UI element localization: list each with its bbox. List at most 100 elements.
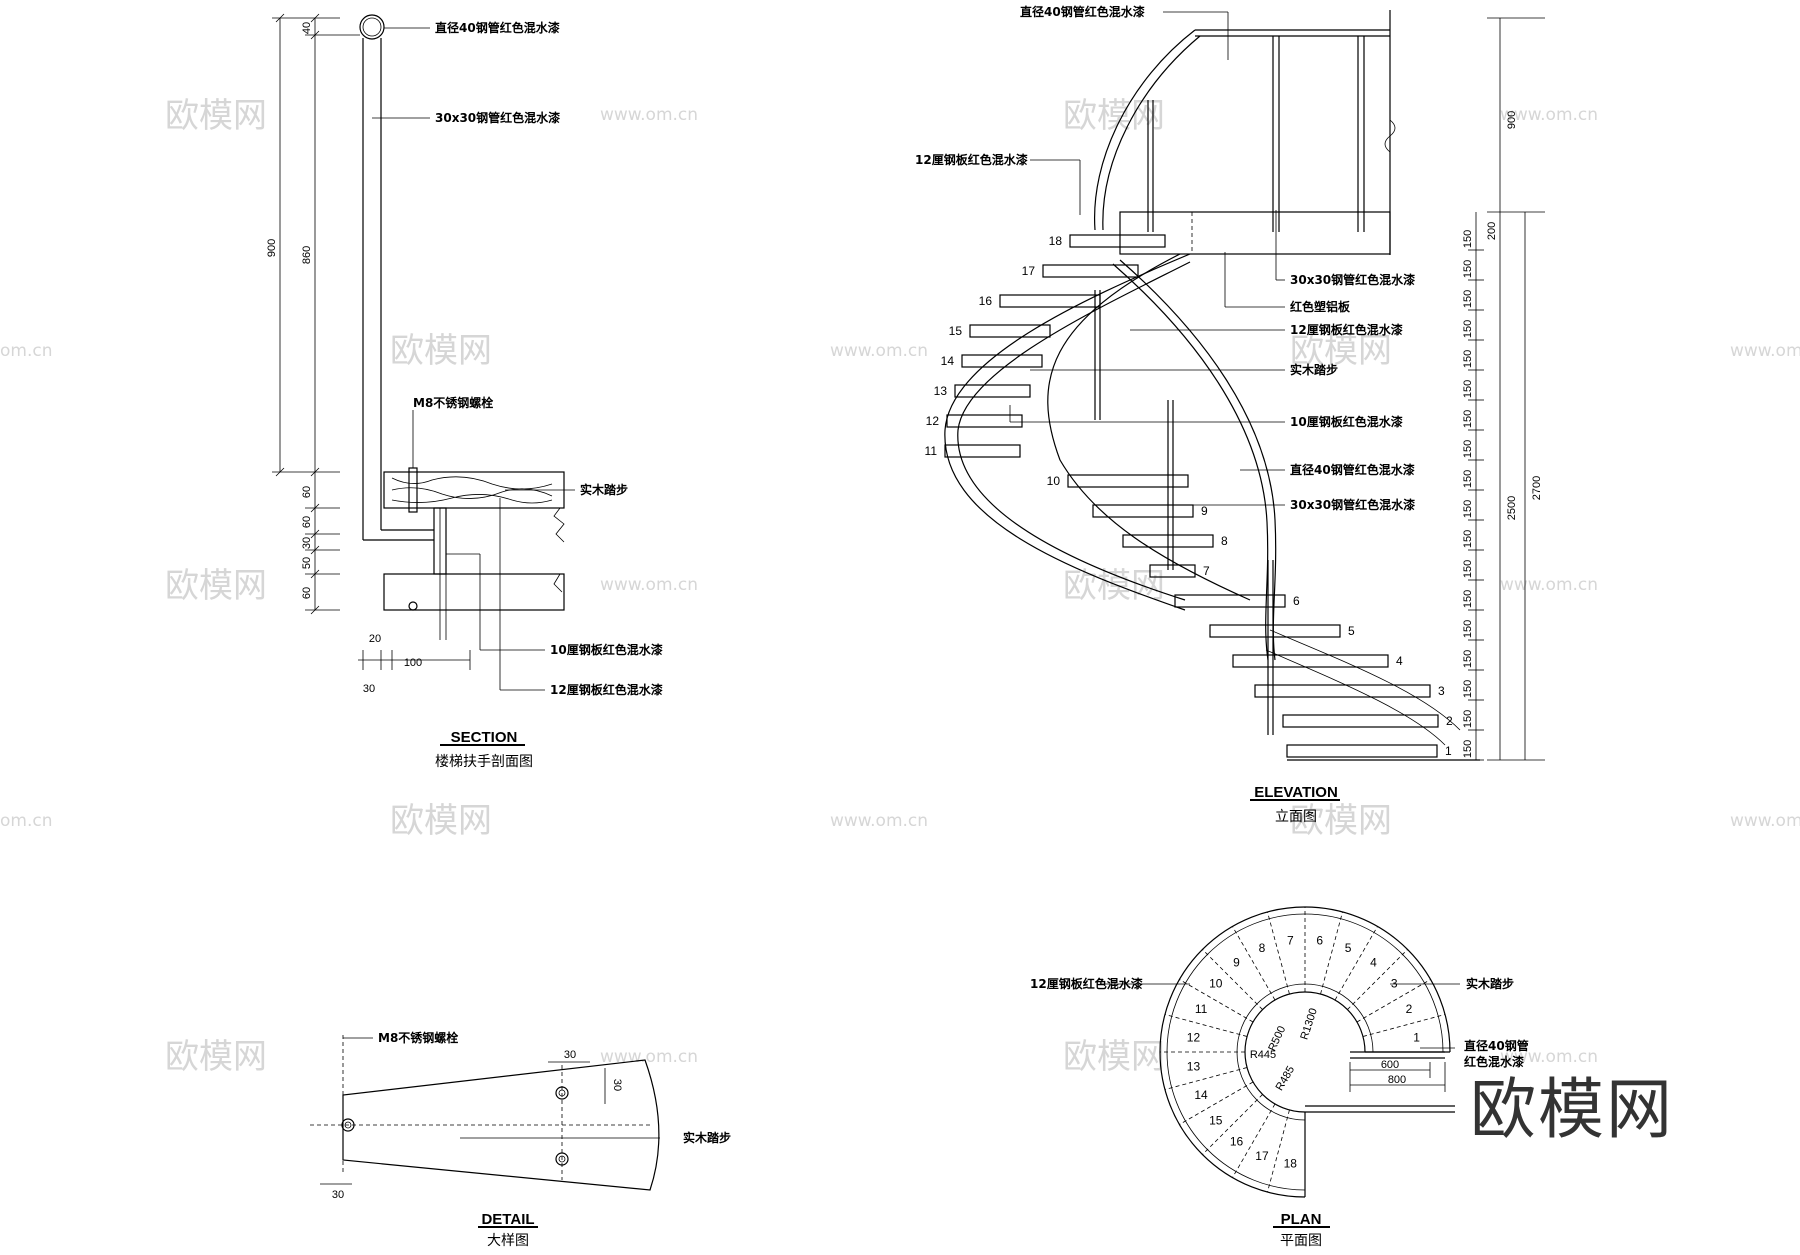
bolt-head-icon (408, 601, 418, 611)
break-line (553, 507, 565, 593)
step-number: 13 (934, 384, 948, 398)
rail-curve-upper-inner (1102, 35, 1201, 231)
label-tread: 实木踏步 (683, 1130, 731, 1145)
plan-tread-line (1179, 979, 1254, 1023)
plan-step-number: 10 (1209, 977, 1223, 991)
handrail-foot (1269, 629, 1461, 731)
watermark-logo: 欧模网 (390, 331, 492, 371)
dim-20: 20 (369, 633, 381, 645)
watermark-url: www.om.cn (1500, 105, 1598, 125)
detail-view: 30 30 30 M8不锈钢螺栓 实木踏步 DETAIL 大样图 (310, 1030, 731, 1249)
watermark-url: www.om.cn (1730, 811, 1800, 831)
tread-2 (1282, 714, 1439, 728)
step-number: 10 (1047, 474, 1061, 488)
label-plate-10: 10厘钢板红色混水漆 (1290, 414, 1403, 429)
watermark-logo: 欧模网 (390, 801, 492, 841)
riser-dim: 150 (1462, 350, 1474, 368)
plan-tread-line (1347, 949, 1408, 1010)
riser-dim: 150 (1462, 650, 1474, 668)
riser-dim: 150 (1462, 740, 1474, 758)
step-number: 3 (1438, 684, 1445, 698)
watermark-logo: 欧模网 (1063, 1037, 1165, 1077)
dim-30: 30 (611, 1079, 623, 1091)
riser-dim: 150 (1462, 590, 1474, 608)
section-leaders (372, 27, 575, 691)
plan-step-number: 17 (1255, 1149, 1269, 1163)
step-number: 4 (1396, 654, 1403, 668)
detail-title: DETAIL (481, 1211, 534, 1228)
handrail-foot-inner (1265, 649, 1446, 746)
pipe-40-inner (362, 17, 382, 37)
label-pipe-40: 直径40钢管红色混水漆 (435, 20, 560, 35)
plan-tread-line (1179, 1081, 1254, 1125)
dim-ticks (272, 13, 360, 615)
tread-3 (1254, 684, 1431, 698)
plan-step-number: 5 (1345, 941, 1352, 955)
riser-dim: 150 (1462, 560, 1474, 578)
label-pipe-40-line2: 红色混水漆 (1464, 1054, 1524, 1069)
plan-tread-line (1362, 1014, 1446, 1037)
dim-800: 800 (1388, 1074, 1406, 1086)
label-tread: 实木踏步 (1466, 976, 1514, 991)
dim-900: 900 (1506, 111, 1518, 129)
detail-dim-lines (320, 1037, 660, 1185)
plan-step-number: 4 (1370, 956, 1377, 970)
plan-tread-line (1232, 1103, 1276, 1178)
step-number: 8 (1221, 534, 1228, 548)
step-number: 18 (1049, 234, 1063, 248)
riser-dim: 150 (1462, 470, 1474, 488)
watermark-logo: 欧模网 (165, 96, 267, 136)
plan-subtitle: 平面图 (1280, 1233, 1322, 1249)
watermark-url: om.cn (0, 341, 53, 361)
dim-200: 200 (1486, 222, 1498, 240)
dim-30: 30 (301, 537, 313, 549)
step-number: 5 (1348, 624, 1355, 638)
handrail-lower-inner (1112, 263, 1269, 661)
tread-8 (1122, 534, 1214, 548)
watermark-url: om.cn (0, 811, 53, 831)
plan-tread-line (1320, 911, 1343, 995)
watermark-url: www.om.cn (600, 575, 698, 595)
tread-4 (1232, 654, 1389, 668)
riser-dim: 150 (1462, 290, 1474, 308)
label-tread: 实木踏步 (1290, 362, 1338, 377)
section-view: 900 40 860 60 60 30 50 60 (266, 13, 663, 770)
tread-7 (1149, 564, 1196, 578)
elevation-title: ELEVATION (1254, 784, 1338, 801)
tread-13 (954, 384, 1031, 398)
detail-subtitle: 大样图 (487, 1233, 529, 1249)
riser-dim: 150 (1462, 260, 1474, 278)
watermark-logo: 欧模网 (1063, 96, 1165, 136)
riser-dim: 150 (1462, 440, 1474, 458)
dim-50: 50 (301, 557, 313, 569)
step-number: 2 (1446, 714, 1453, 728)
stringer-outer-inner (957, 261, 1191, 601)
watermark-url: www.om.cn (1730, 341, 1800, 361)
tread-6 (1174, 594, 1286, 608)
riser-dim: 150 (1462, 620, 1474, 638)
dim-60: 60 (301, 587, 313, 599)
plan-tread-line (1267, 911, 1290, 995)
dim-30: 30 (564, 1049, 576, 1061)
brand-logo: 欧模网 (1470, 1071, 1674, 1148)
bolt-icons (341, 1086, 569, 1166)
section-subtitle: 楼梯扶手剖面图 (435, 754, 533, 770)
riser-dim: 150 (1462, 320, 1474, 338)
label-bolt: M8不锈钢螺栓 (413, 395, 493, 410)
watermark-logo: 欧模网 (1063, 566, 1165, 606)
tread-15 (969, 324, 1051, 338)
dim-860: 860 (301, 246, 313, 264)
label-pipe-40-b: 直径40钢管红色混水漆 (1290, 462, 1415, 477)
riser-dim: 150 (1462, 500, 1474, 518)
handrail-lower (1119, 259, 1277, 661)
watermark-logo: 欧模网 (1290, 801, 1392, 841)
elevation-leaders (1009, 11, 1285, 506)
tread-14 (961, 354, 1043, 368)
plan-tread-line (1334, 926, 1378, 1001)
dim-600: 600 (1381, 1059, 1399, 1071)
plan-tread-line (1356, 979, 1431, 1023)
dim-900: 900 (266, 239, 278, 257)
watermark-logo: 欧模网 (165, 566, 267, 606)
